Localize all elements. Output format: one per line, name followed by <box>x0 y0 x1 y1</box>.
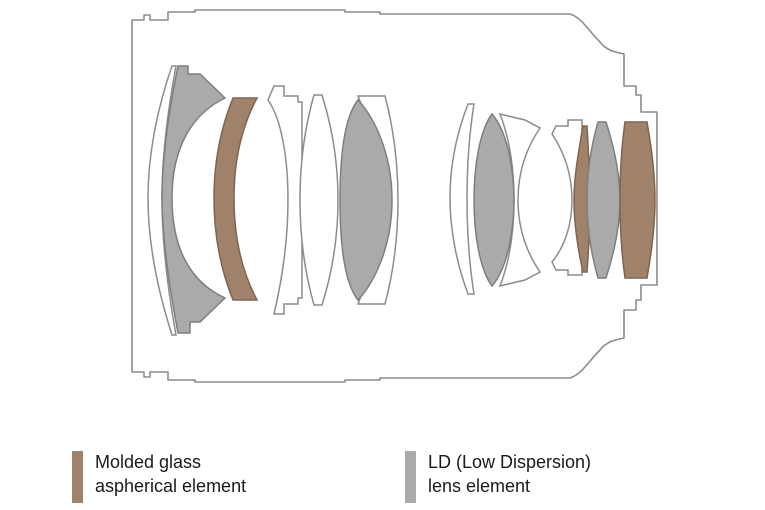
lens-element-3-aspherical <box>213 97 259 301</box>
lens-element-8 <box>449 103 475 295</box>
legend-label-line2: aspherical element <box>95 476 247 496</box>
legend-label-line2: lens element <box>428 476 531 496</box>
legend-swatch-ld <box>405 451 416 503</box>
lens-element-2-ld <box>161 65 227 334</box>
lens-construction-diagram <box>131 9 658 383</box>
legend-label-line1: LD (Low Dispersion) <box>428 452 592 472</box>
lens-element-14-aspherical <box>619 121 656 279</box>
legend-label: LD (Low Dispersion) lens element <box>428 450 591 498</box>
lens-element-13-ld <box>586 121 621 279</box>
lens-element-5 <box>299 94 339 306</box>
legend-label-line1: Molded glass <box>95 452 202 472</box>
lens-element-4 <box>267 85 303 315</box>
legend-item-molded-aspherical: Molded glass aspherical element <box>72 450 246 503</box>
lens-element-7-ld <box>339 98 393 302</box>
legend-label: Molded glass aspherical element <box>95 450 246 498</box>
lens-element-11 <box>551 119 583 276</box>
lens-element-10-ld <box>473 112 515 288</box>
legend-item-ld: LD (Low Dispersion) lens element <box>405 450 591 503</box>
lens-barrel-outline <box>131 9 658 383</box>
legend-swatch-molded <box>72 451 83 503</box>
